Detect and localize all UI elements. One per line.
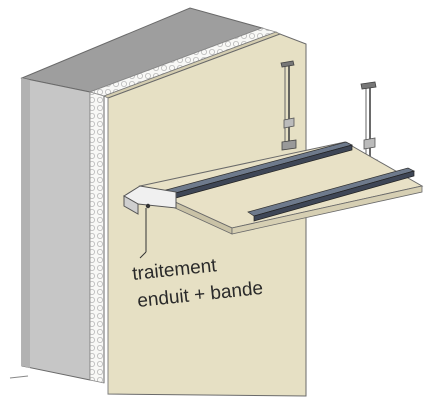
rail-front xyxy=(247,167,415,222)
perimeter-angle xyxy=(123,185,177,215)
furring-rails xyxy=(165,141,415,222)
fixing-screw xyxy=(145,203,151,209)
masonry-front xyxy=(21,77,91,381)
masonry-side-shade xyxy=(22,78,30,368)
insulation-layer xyxy=(88,27,278,384)
hanger-rod-left xyxy=(280,60,297,151)
insulation-front xyxy=(89,91,105,384)
masonry-wall xyxy=(20,7,264,381)
ceiling-panel-front-edge xyxy=(231,185,423,235)
annotation-leader xyxy=(139,208,147,259)
ground-line xyxy=(9,375,29,379)
